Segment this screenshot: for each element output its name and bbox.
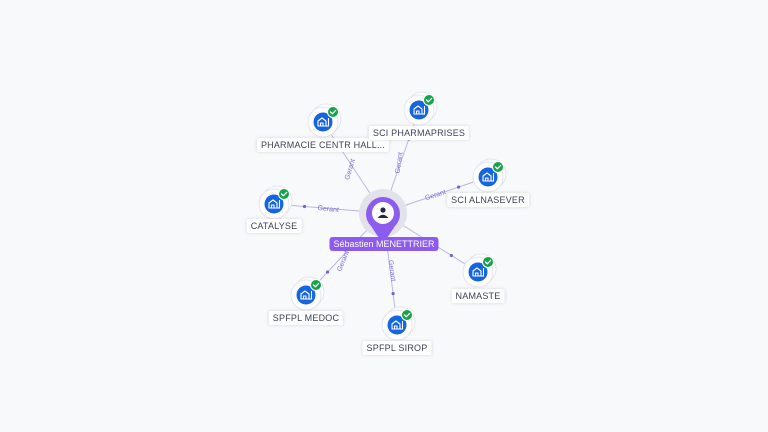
building-icon (413, 105, 426, 115)
company-node-circle (468, 262, 488, 282)
company-node[interactable] (472, 158, 507, 193)
person-icon (377, 207, 389, 218)
company-node-circle (387, 315, 407, 335)
company-node-label[interactable]: SCI ALNASEVER (447, 193, 529, 207)
building-icon (300, 290, 313, 300)
building-icon (482, 172, 495, 182)
edge-arrow (391, 292, 395, 296)
company-node-label[interactable]: SCI PHARMAPRISES (368, 126, 470, 140)
check-icon (278, 188, 290, 200)
company-node-circle (264, 194, 284, 214)
edge-label-gerant: Gerant (336, 250, 351, 273)
center-node-inner (372, 202, 394, 224)
edge-label-gerant: Gerant (387, 260, 397, 282)
company-node-circle (313, 112, 333, 132)
company-node-circle (296, 285, 316, 305)
edge-label-gerant: Gerant (395, 152, 405, 174)
check-icon (423, 94, 435, 106)
company-node-label[interactable]: SPFPL SIROP (362, 341, 432, 355)
edge-arrow (449, 253, 453, 258)
check-icon (482, 256, 494, 268)
building-icon (317, 117, 330, 127)
company-node[interactable] (307, 103, 342, 138)
check-icon (401, 309, 413, 321)
company-node[interactable] (381, 306, 416, 341)
building-icon (472, 267, 485, 277)
nodes-layer (258, 91, 507, 341)
center-node[interactable] (359, 189, 407, 244)
company-node[interactable] (462, 253, 497, 288)
center-node-label[interactable]: Sébastien MENETTRIER (329, 237, 439, 251)
company-node[interactable] (403, 91, 438, 126)
edge-label-gerant: Gerant (424, 189, 447, 202)
building-icon (268, 199, 281, 209)
company-node-circle (478, 167, 498, 187)
company-node-circle (409, 100, 429, 120)
edge-arrow (457, 185, 461, 189)
company-node-label[interactable]: SPFPL MEDOC (268, 311, 344, 325)
edge-arrow (325, 270, 330, 274)
edge-label-gerant: Gerant (317, 205, 339, 214)
company-node[interactable] (290, 276, 325, 311)
check-icon (492, 161, 504, 173)
edge-label-gerant: Gerant (344, 158, 357, 181)
company-node-label[interactable]: PHARMACIE CENTR HALL... (256, 138, 390, 152)
building-icon (391, 320, 404, 330)
edge-arrow (302, 204, 307, 209)
company-node-label[interactable]: CATALYSE (246, 219, 302, 233)
company-node[interactable] (258, 185, 293, 220)
check-icon (327, 106, 339, 118)
company-node-label[interactable]: NAMASTE (451, 289, 505, 303)
check-icon (310, 279, 322, 291)
